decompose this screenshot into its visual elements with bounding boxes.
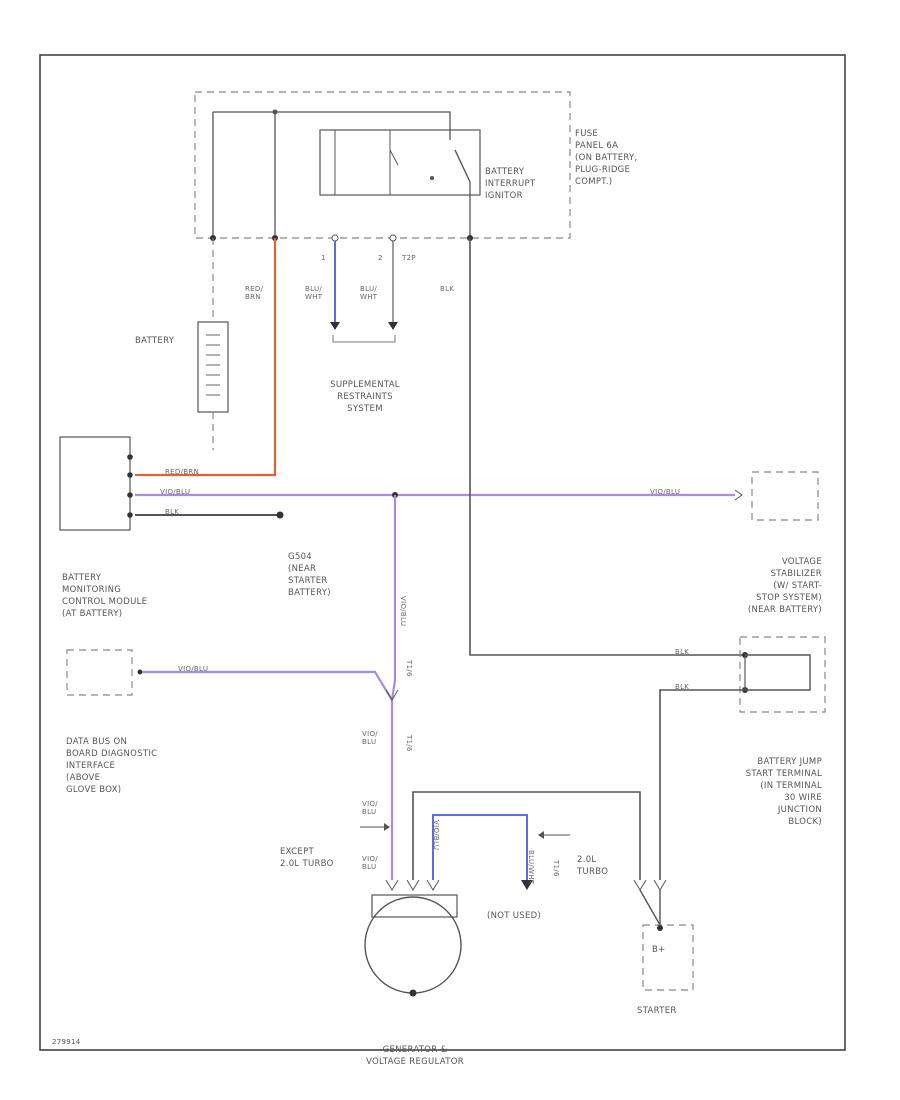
wire-label-blu-wht-2: BLU/WHT xyxy=(360,285,378,301)
diagram-frame xyxy=(39,54,846,1051)
fuse-panel-box xyxy=(194,91,571,239)
wire-label-red-brn: RED/BRN xyxy=(245,285,264,301)
ground-icon xyxy=(276,511,284,519)
wire-label-blk-fuse: BLK xyxy=(440,285,455,293)
starter-label: STARTER xyxy=(637,1006,677,1016)
data-bus-box xyxy=(66,649,133,696)
wire-label-blk-h: BLK xyxy=(165,508,180,516)
wire-label-blu-gen: BLU/WHT xyxy=(527,850,535,885)
pin-1-label: 1 xyxy=(321,254,326,262)
wire-label-vio-gen: VIO/BLU xyxy=(432,820,440,851)
wire-label-t1b: T1/6 xyxy=(405,735,413,752)
wire-label-blk-jump1: BLK xyxy=(675,648,690,656)
wire-label-blu-wht-1: BLU/WHT xyxy=(305,285,323,301)
wire-red-brn xyxy=(135,238,277,477)
figure-id: 279914 xyxy=(52,1038,81,1046)
generator-icon xyxy=(364,896,462,994)
wire-blk-starter xyxy=(659,689,745,880)
wire-label-t1a: T1/6 xyxy=(405,660,413,677)
wire-label-vio-blu-v: VIO/BLU xyxy=(399,596,407,627)
wire-label-red-brn-h: RED/BRN xyxy=(165,468,200,476)
starter-terminal-label: B+ xyxy=(652,945,666,955)
battery-interrupt-box xyxy=(319,129,481,196)
bmcm-box xyxy=(59,436,131,531)
wire-label-vio-blu-b: VIO/BLU xyxy=(362,800,378,816)
jump-start-box xyxy=(739,636,826,713)
wire-vio-blu-vertical xyxy=(390,495,397,880)
voltage-stabilizer-box xyxy=(751,471,819,521)
wire-blk-main xyxy=(469,238,745,656)
connector-label: T2P xyxy=(402,254,416,262)
starter-box xyxy=(642,924,694,991)
wire-label-vio-blu-a: VIO/BLU xyxy=(362,730,378,746)
battery-label: BATTERY xyxy=(135,336,175,346)
wire-blu-turbo xyxy=(432,814,528,880)
wire-label-vio-blu-c: VIO/BLU xyxy=(362,855,378,871)
switch-icon xyxy=(454,149,471,183)
wire-label-vio-blu-data: VIO/BLU xyxy=(178,665,209,673)
generator-label: GENERATOR &VOLTAGE REGULATOR xyxy=(366,1045,464,1067)
wire-label-vio-blu-h2: VIO/BLU xyxy=(650,488,681,496)
wire-vio-blu-data xyxy=(142,670,393,701)
wire-label-blk-jump2: BLK xyxy=(675,683,690,691)
wire-blk-gen xyxy=(412,791,641,880)
pin-2-label: 2 xyxy=(378,254,383,262)
wire-label-vio-blu-h1: VIO/BLU xyxy=(160,488,191,496)
wire-label-t1c: T1/6 xyxy=(552,860,560,877)
not-used-label: (NOT USED) xyxy=(487,911,542,921)
